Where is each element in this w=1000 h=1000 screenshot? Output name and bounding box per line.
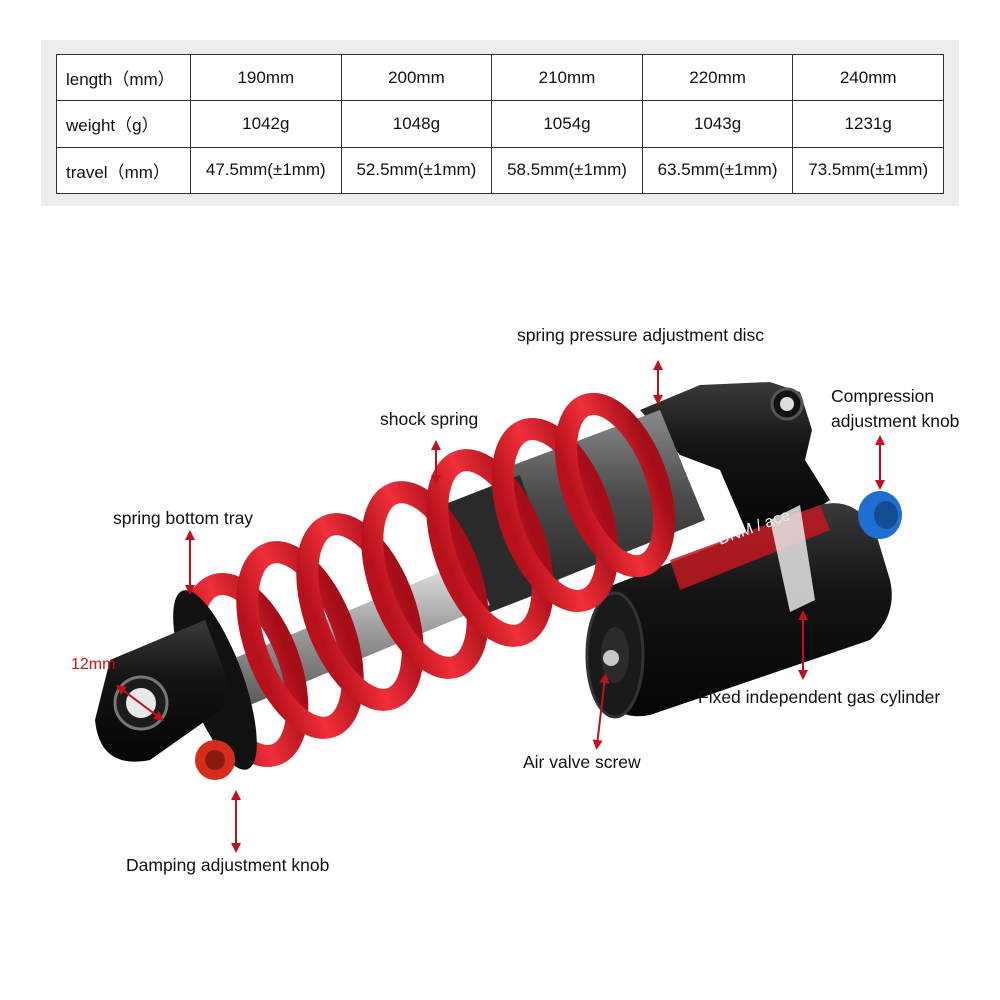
table-cell: 47.5mm(±1mm) [190,146,342,195]
table-cell: 1042g [190,100,342,148]
table-cell: 63.5mm(±1mm) [641,146,794,195]
table-cell: 200mm [340,53,493,102]
arrow-eye-size [116,685,164,721]
label-air-valve: Air valve screw [523,752,641,772]
label-gas-cylinder: Fixed independent gas cylinder [698,687,941,707]
spec-table: length（mm） 190mm 200mm 210mm 220mm 240mm… [56,53,944,195]
table-cell: 1054g [491,100,643,148]
table-cell: 73.5mm(±1mm) [792,146,944,195]
table-cell: 1043g [641,100,794,148]
arrow-air-valve [592,673,610,750]
compression-knob [858,491,902,539]
table-row: weight（g） 1042g 1048g 1054g 1043g 1231g [56,100,944,148]
label-compression-line1: Compression [831,386,935,406]
table-cell: 1048g [340,100,493,148]
callout-arrows [116,360,885,853]
damping-knob [195,740,235,780]
table-cell: 1231g [792,100,944,148]
table-row: length（mm） 190mm 200mm 210mm 220mm 240mm [56,53,944,102]
row-label-length: length（mm） [56,53,191,102]
label-spring-bottom-tray: spring bottom tray [113,508,254,528]
label-eye-size: 12mm [71,656,116,673]
row-label-travel: travel（mm） [56,146,191,195]
label-damping-knob: Damping adjustment knob [126,855,330,875]
label-compression-line2: adjustment knob [831,411,960,431]
row-label-weight: weight（g） [56,100,191,148]
label-shock-spring: shock spring [380,409,479,429]
table-cell: 52.5mm(±1mm) [340,146,493,195]
table-row: travel（mm） 47.5mm(±1mm) 52.5mm(±1mm) 58.… [56,146,944,195]
table-cell: 240mm [792,53,944,102]
table-cell: 58.5mm(±1mm) [491,146,643,195]
label-spring-pressure-disc: spring pressure adjustment disc [517,325,765,345]
top-mount [640,382,830,540]
